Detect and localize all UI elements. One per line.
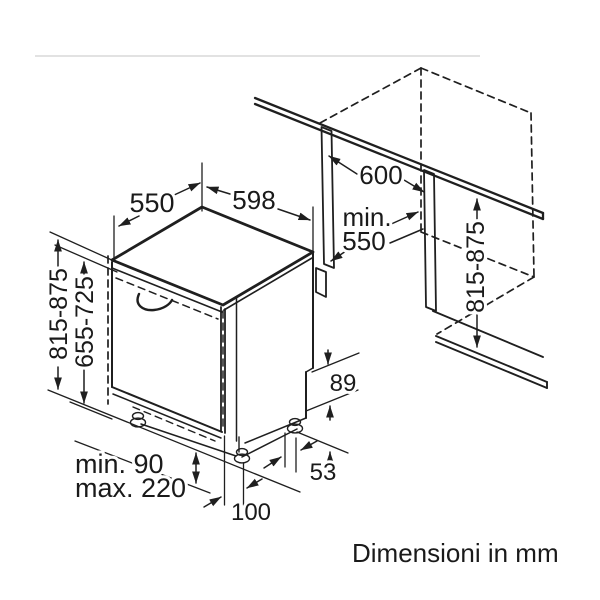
dim-label-niche-width: 600 [359,160,402,190]
dim-label-rear-foot-offset: 53 [310,459,337,486]
dim-label-plinth-max: max. 220 [75,473,186,503]
left-cabinet-panel [315,126,335,298]
dishwasher [110,205,315,464]
dim-label-base-rear-height: 89 [330,370,357,397]
dim-label-niche-height: 815-875 [462,221,490,313]
dishwasher-door [111,261,226,434]
dimension-arrows [54,155,481,508]
floor-right [432,310,548,389]
niche-dashed-box [107,67,535,405]
dim-label-niche-depth-min: min. [342,202,391,232]
dim-label-front-foot-offset: 100 [231,499,271,526]
door-handle [136,292,174,312]
dim-label-appliance-width: 598 [232,185,275,215]
dishwasher-lid-edges [111,257,313,313]
countertop [253,96,545,221]
right-cabinet-panel [423,169,437,312]
dim-label-door-height: 655-725 [71,276,99,368]
dim-label-niche-depth-value: 550 [342,226,385,256]
extension-lines [47,162,360,506]
dim-label-appliance-depth: 550 [129,188,174,218]
dishwasher-top-face [110,205,315,307]
niche-floor-edge [389,228,424,244]
dim-label-appliance-height: 815-875 [45,268,73,360]
dim-label-plinth-min: min. 90 [75,449,164,479]
caption-units: Dimensioni in mm [352,538,559,568]
